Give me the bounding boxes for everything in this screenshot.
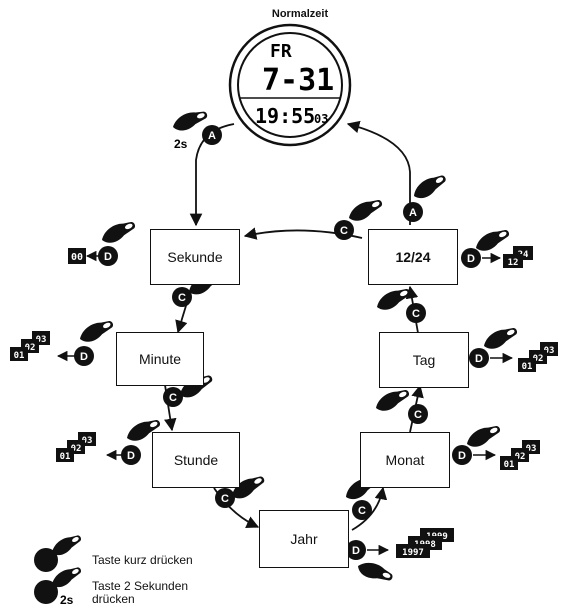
display-mode-seq: 24 12: [503, 246, 533, 268]
svg-text:12: 12: [508, 258, 519, 268]
svg-text:C: C: [340, 225, 348, 237]
display-minute-seq: 03 02 01: [10, 331, 50, 361]
step-stunde: Stunde: [152, 432, 240, 488]
svg-text:01: 01: [14, 351, 25, 361]
legend-hold-press-line1: Taste 2 Sekunden: [92, 579, 189, 593]
button-d-minute: D: [74, 316, 116, 366]
svg-text:C: C: [414, 409, 422, 421]
display-day-seq: 03 02 01: [518, 342, 558, 372]
display-month-seq: 03 02 01: [500, 440, 540, 470]
svg-text:02: 02: [71, 444, 82, 454]
svg-text:2s: 2s: [60, 593, 74, 607]
button-d-jahr: D: [346, 540, 395, 586]
display-hour-seq: 03 02 01: [56, 432, 96, 462]
svg-text:D: D: [475, 353, 483, 365]
svg-text:D: D: [127, 450, 135, 462]
hold-2s-label: 2s: [174, 137, 188, 151]
svg-text:03: 03: [82, 436, 93, 446]
svg-text:1997: 1997: [402, 548, 424, 558]
step-jahr: Jahr: [259, 510, 349, 568]
button-d-stunde: D: [121, 415, 163, 465]
svg-text:00: 00: [71, 252, 83, 263]
svg-text:C: C: [412, 308, 420, 320]
arrow-mode-to-watch: [346, 120, 411, 225]
button-a-hold: A 2s: [170, 107, 222, 151]
svg-text:C: C: [178, 292, 186, 304]
svg-text:D: D: [352, 545, 360, 557]
step-monat: Monat: [360, 432, 450, 488]
watch-time: 19:55: [255, 104, 315, 128]
svg-text:03: 03: [36, 335, 47, 345]
svg-text:D: D: [80, 351, 88, 363]
watch-day: FR: [270, 41, 292, 62]
legend-short-press-symbol: [34, 531, 84, 572]
svg-text:03: 03: [544, 346, 555, 356]
step-12-24: 12/24: [368, 229, 458, 285]
svg-text:03: 03: [526, 444, 537, 454]
svg-text:C: C: [221, 493, 229, 505]
svg-text:01: 01: [60, 452, 71, 462]
svg-text:01: 01: [522, 362, 533, 372]
svg-text:02: 02: [533, 354, 544, 364]
button-d-mode: D: [461, 225, 512, 268]
arrow-jahr-to-monat: [351, 486, 388, 531]
svg-text:C: C: [358, 505, 366, 517]
step-sekunde: Sekunde: [150, 229, 240, 285]
button-c-jahr-to-monat: C: [342, 471, 382, 520]
watch-seconds: 03: [314, 112, 328, 126]
svg-text:D: D: [467, 253, 475, 265]
d-arrows: [56, 250, 514, 556]
svg-text:A: A: [208, 130, 216, 142]
legend-hold-press-symbol: 2s: [34, 563, 84, 607]
svg-text:24: 24: [518, 250, 529, 260]
button-a-short: A: [403, 170, 450, 222]
step-tag: Tag: [379, 332, 469, 388]
svg-text:D: D: [458, 450, 466, 462]
diagram-title: Normalzeit: [271, 8, 329, 20]
svg-text:02: 02: [25, 343, 36, 353]
button-c-mode-to-sekunde: C: [334, 195, 385, 240]
legend-hold-press-line2: drücken: [92, 592, 135, 606]
svg-text:A: A: [409, 207, 417, 219]
button-d-tag: D: [469, 323, 520, 368]
svg-text:02: 02: [515, 452, 526, 462]
button-d-sekunde: D: [98, 217, 138, 266]
svg-text:C: C: [169, 392, 177, 404]
display-year-seq: 1999 1998 1997: [396, 528, 454, 558]
watch-date: 7-31: [262, 63, 334, 98]
step-minute: Minute: [116, 332, 204, 386]
button-c-minute-to-stunde: C: [163, 370, 216, 407]
button-c-stunde-to-jahr: C: [215, 471, 268, 508]
button-d-monat: D: [452, 421, 503, 465]
button-c-tag-to-mode: C: [373, 284, 426, 323]
watch-display: FR 7-31 19:55 03: [228, 23, 352, 147]
legend-hold-press-text: Taste 2 Sekunden drücken: [92, 580, 188, 606]
button-c-sekunde-to-minute: C: [172, 267, 225, 307]
svg-text:D: D: [104, 251, 112, 263]
display-seconds-reset: 00: [68, 248, 86, 264]
svg-text:01: 01: [504, 460, 515, 470]
legend-short-press-text: Taste kurz drücken: [92, 553, 193, 567]
button-c-monat-to-tag: C: [372, 385, 428, 424]
